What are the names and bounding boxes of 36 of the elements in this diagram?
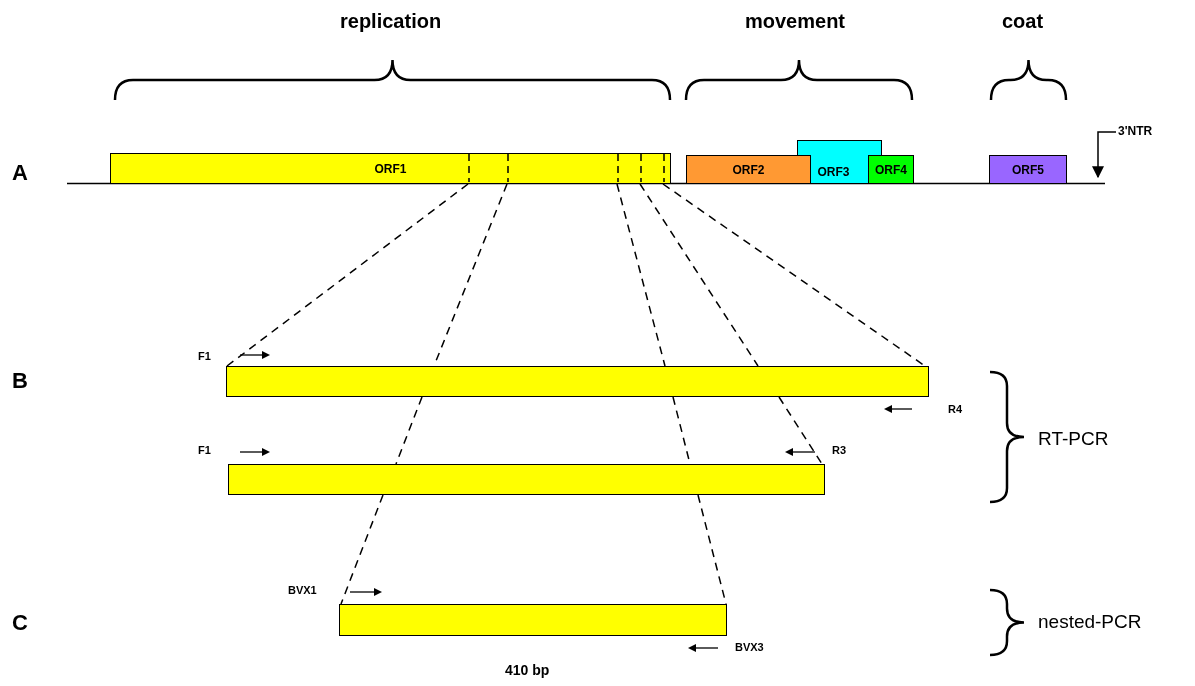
- orf-box: [989, 155, 1067, 184]
- primer-label: BVX3: [735, 641, 764, 653]
- section-label: coat: [1002, 10, 1044, 33]
- orf-box: [868, 155, 914, 184]
- orf-label: ORF1: [374, 161, 407, 176]
- section-label: replication: [340, 10, 442, 33]
- primer-label: 410 bp: [505, 662, 550, 678]
- orf-label: ORF5: [1012, 162, 1044, 177]
- orf-label: ORF4: [875, 162, 907, 177]
- section-label: movement: [745, 10, 846, 33]
- amplicon-bar: [228, 464, 825, 495]
- section-label: A: [12, 160, 28, 186]
- primer-label: F1: [198, 444, 211, 456]
- orf-label: ORF3: [817, 165, 850, 179]
- section-label: B: [12, 368, 28, 394]
- projection-line: [662, 183, 926, 367]
- orf-box: [686, 155, 811, 184]
- amplicon-bar: [339, 604, 727, 636]
- projection-line: [778, 396, 823, 465]
- projection-line: [226, 183, 469, 367]
- primer-label: BVX1: [288, 584, 317, 596]
- pointer-arrow: [1092, 131, 1117, 179]
- primer-label: F1: [198, 350, 211, 362]
- orf-label: ORF2: [732, 162, 765, 177]
- primer-label: R4: [948, 403, 963, 415]
- projection-line: [616, 183, 666, 367]
- region-label: 3'NTR: [1118, 124, 1153, 138]
- orf-box: [110, 153, 671, 184]
- projection-line: [340, 494, 384, 605]
- section-label: C: [12, 610, 28, 636]
- amplicon-bar: [226, 366, 929, 397]
- primer-label: R3: [832, 444, 847, 456]
- projection-line: [639, 183, 759, 367]
- projection-line: [395, 396, 423, 465]
- method-label: RT-PCR: [1038, 428, 1109, 450]
- method-label: nested-PCR: [1038, 611, 1142, 633]
